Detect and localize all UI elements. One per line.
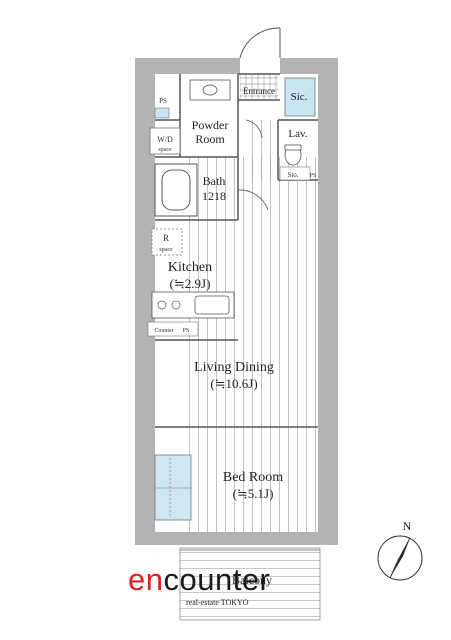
living-label-1: Living Dining bbox=[194, 360, 274, 375]
compass-north-label: N bbox=[403, 519, 412, 533]
living-label-2: (≒10.6J) bbox=[210, 376, 257, 391]
entrance-tile bbox=[240, 74, 278, 100]
ps-counter-label: PS bbox=[183, 328, 190, 334]
r-space-label-1: R bbox=[163, 233, 169, 243]
r-space-box bbox=[151, 228, 183, 256]
powder-room-label-1: Powder bbox=[192, 118, 229, 132]
powder-room-label-2: Room bbox=[195, 132, 225, 146]
sic-label: Sic. bbox=[291, 91, 308, 103]
bath-label-2: 1218 bbox=[202, 189, 226, 203]
lav-label: Lav. bbox=[288, 128, 307, 140]
stove-icon bbox=[157, 300, 181, 310]
balcony bbox=[179, 547, 321, 621]
ps-top-label: PS bbox=[159, 97, 167, 105]
kitchen-label-2: (≒2.9J) bbox=[170, 276, 211, 291]
r-space-label-2: space bbox=[159, 247, 173, 253]
toilet-icon bbox=[284, 144, 302, 166]
counter-box bbox=[147, 321, 199, 337]
bathtub-icon bbox=[154, 163, 198, 217]
balcony-label: Balcony bbox=[232, 573, 272, 587]
ps-box-top bbox=[154, 107, 170, 119]
bedroom-floor-grain bbox=[182, 427, 318, 532]
bedroom-label-2: (≒5.1J) bbox=[233, 486, 274, 501]
logo-red-part: en bbox=[128, 562, 164, 597]
interior-door-icon bbox=[237, 119, 269, 211]
bedroom-closet bbox=[154, 454, 192, 521]
wd-label-2: space bbox=[158, 147, 172, 153]
bath-label-1: Bath bbox=[203, 174, 226, 188]
counter-label: Counter bbox=[154, 328, 173, 334]
wd-space bbox=[149, 127, 181, 155]
company-logo: encounter bbox=[128, 564, 270, 595]
logo-black-part: counter bbox=[163, 562, 271, 597]
washbasin-icon bbox=[189, 79, 231, 101]
bedroom-label-1: Bed Room bbox=[223, 470, 283, 485]
ps-sto-label: PS bbox=[310, 173, 317, 179]
entrance-label: Entrance bbox=[243, 86, 275, 96]
entrance-door-icon bbox=[239, 27, 281, 59]
compass-icon bbox=[377, 535, 423, 581]
kitchen-label-1: Kitchen bbox=[168, 260, 212, 275]
sic-closet bbox=[284, 77, 316, 117]
wd-label-1: W/D bbox=[157, 135, 173, 144]
logo-subtitle: real-estate TOKYO bbox=[186, 598, 249, 607]
exterior-walls bbox=[135, 58, 338, 545]
sto-box bbox=[279, 166, 311, 181]
sto-label: Sto. bbox=[287, 171, 298, 179]
hall-floor-grain bbox=[248, 120, 278, 180]
